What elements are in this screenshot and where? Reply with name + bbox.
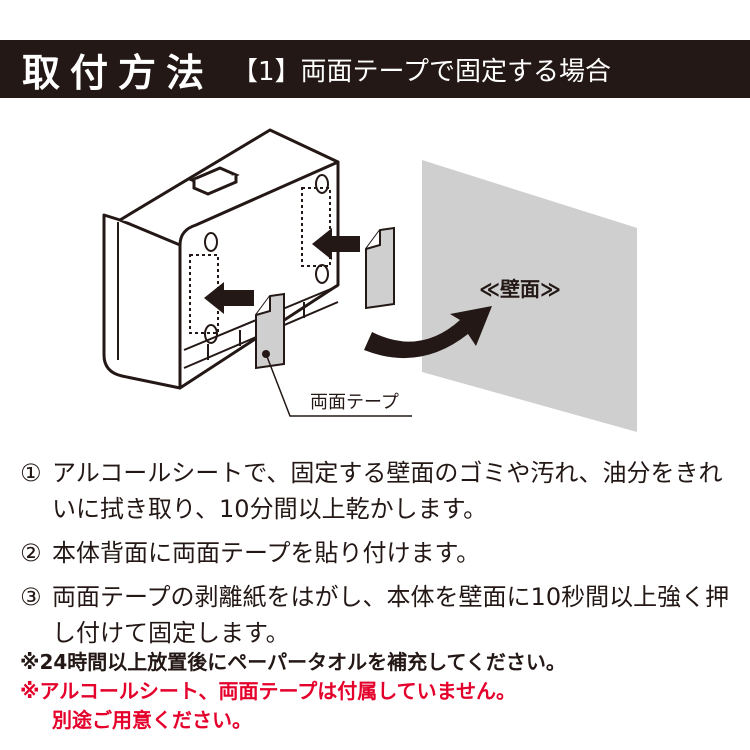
arrow-to-wall bbox=[364, 306, 492, 359]
note-refill: ※24時間以上放置後にペーパータオルを補充してください。 bbox=[20, 650, 566, 674]
step-number: ① bbox=[20, 459, 42, 487]
tape-strip-right bbox=[365, 226, 395, 310]
step-3: ③ 両面テープの剥離紙をはがし、本体を壁面に10秒間以上強く押し付けて固定します… bbox=[20, 579, 735, 651]
steps-list: ① アルコールシートで、固定する壁面のゴミや汚れ、油分をきれいに拭き取り、10分… bbox=[20, 455, 735, 659]
header-bar: 取付方法 【1】両面テープで固定する場合 bbox=[0, 40, 750, 98]
step-2: ② 本体背面に両面テープを貼り付けます。 bbox=[20, 535, 735, 571]
tape-leader-line bbox=[265, 353, 412, 417]
wall-label: ≪壁面≫ bbox=[479, 277, 561, 301]
step-text: アルコールシートで、固定する壁面のゴミや汚れ、油分をきれいに拭き取り、10分間以… bbox=[52, 459, 723, 523]
step-text: 本体背面に両面テープを貼り付けます。 bbox=[52, 539, 481, 567]
arrow-tape-left bbox=[204, 282, 254, 314]
step-number: ② bbox=[20, 539, 42, 567]
wall-panel bbox=[422, 160, 637, 432]
page-subtitle: 【1】両面テープで固定する場合 bbox=[232, 56, 611, 87]
page-title: 取付方法 bbox=[22, 50, 215, 95]
note-prepare-separately: 別途ご用意ください。 bbox=[52, 708, 252, 732]
arrow-tape-right bbox=[312, 228, 360, 260]
installation-illustration: ≪壁面≫ 両面テープ bbox=[102, 128, 637, 432]
note-not-included: ※アルコールシート、両面テープは付属していません。 bbox=[20, 679, 517, 703]
step-number: ③ bbox=[20, 583, 42, 611]
tape-strip-left bbox=[255, 292, 285, 370]
top-slot bbox=[188, 166, 240, 196]
step-1: ① アルコールシートで、固定する壁面のゴミや汚れ、油分をきれいに拭き取り、10分… bbox=[20, 455, 735, 527]
notes-section: ※24時間以上放置後にペーパータオルを補充してください。 ※アルコールシート、両… bbox=[20, 648, 735, 735]
dispenser-device bbox=[102, 128, 340, 390]
step-text: 両面テープの剥離紙をはがし、本体を壁面に10秒間以上強く押し付けて固定します。 bbox=[52, 583, 730, 647]
tape-label: 両面テープ bbox=[310, 392, 399, 413]
